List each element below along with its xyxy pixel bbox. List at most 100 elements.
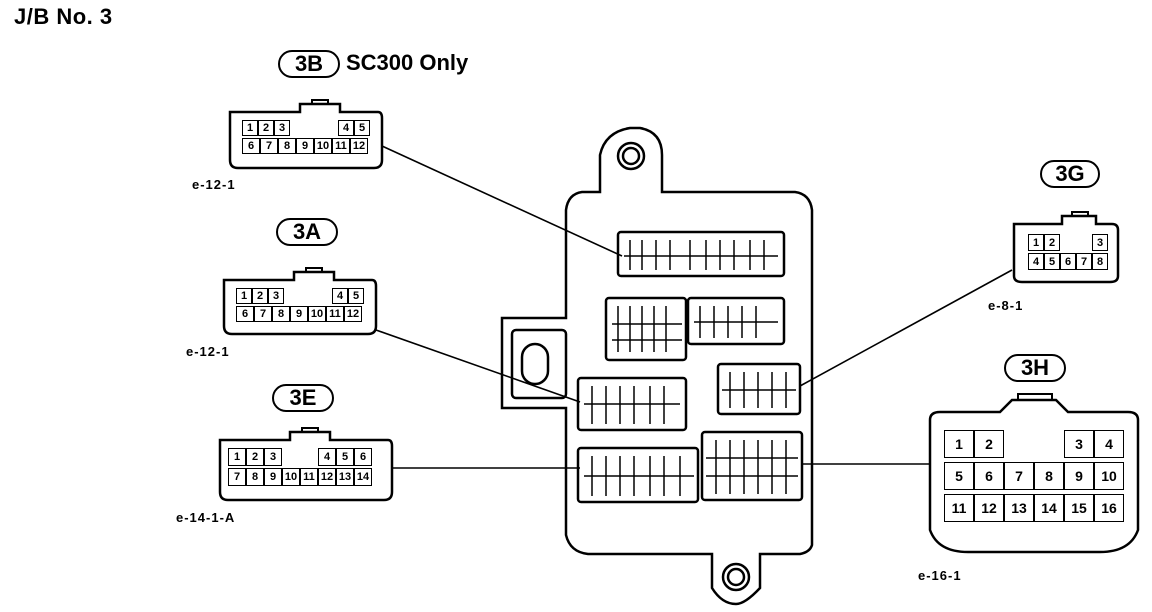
pin-cell: 5 <box>348 288 364 304</box>
pin-cell: 9 <box>264 468 282 486</box>
pin-cell <box>300 288 316 304</box>
pin-cell: 3 <box>264 448 282 466</box>
connector-3e-badge: 3E <box>272 384 334 412</box>
pin-cell: 8 <box>272 306 290 322</box>
pin-cell: 6 <box>242 138 260 154</box>
connector-3b-note: SC300 Only <box>346 50 469 75</box>
pin-cell: 3 <box>268 288 284 304</box>
pin-cell: 15 <box>1064 494 1094 522</box>
connector-3g-code: e-8-1 <box>988 298 1024 313</box>
pin-cell <box>290 120 306 136</box>
pin-cell: 8 <box>1034 462 1064 490</box>
pin-cell: 11 <box>300 468 318 486</box>
pin-cell: 9 <box>290 306 308 322</box>
connector-3a-code: e-12-1 <box>186 344 230 359</box>
pin-cell: 11 <box>332 138 350 154</box>
pin-cell: 1 <box>944 430 974 458</box>
pin-cell: 5 <box>944 462 974 490</box>
pin-cell: 12 <box>318 468 336 486</box>
pin-cell: 10 <box>1094 462 1124 490</box>
pin-cell <box>316 288 332 304</box>
pin-cell: 10 <box>282 468 300 486</box>
pin-cell <box>1004 430 1034 458</box>
pin-cell: 7 <box>254 306 272 322</box>
pin-cell: 16 <box>1094 494 1124 522</box>
pin-cell: 2 <box>974 430 1004 458</box>
connector-3b-code: e-12-1 <box>192 177 236 192</box>
pin-cell: 2 <box>1044 234 1060 251</box>
connector-3h-code: e-16-1 <box>918 568 962 583</box>
pin-cell <box>284 288 300 304</box>
pin-cell <box>282 448 300 466</box>
pin-cell: 12 <box>974 494 1004 522</box>
pin-cell: 12 <box>350 138 368 154</box>
connector-3g-badge: 3G <box>1040 160 1100 188</box>
pin-cell <box>322 120 338 136</box>
pin-cell <box>1060 234 1076 251</box>
pin-cell: 7 <box>228 468 246 486</box>
pin-cell: 13 <box>1004 494 1034 522</box>
pin-cell: 8 <box>246 468 264 486</box>
pin-cell: 2 <box>246 448 264 466</box>
pin-cell <box>300 448 318 466</box>
pin-cell: 11 <box>326 306 344 322</box>
pin-cell: 14 <box>354 468 372 486</box>
pin-cell: 5 <box>336 448 354 466</box>
pin-cell: 3 <box>1092 234 1108 251</box>
pin-cell: 14 <box>1034 494 1064 522</box>
pin-cell: 6 <box>236 306 254 322</box>
pin-cell: 6 <box>974 462 1004 490</box>
pin-cell <box>1076 234 1092 251</box>
pin-cell: 9 <box>296 138 314 154</box>
pin-cell: 7 <box>1076 253 1092 270</box>
pin-cell: 10 <box>314 138 332 154</box>
pin-cell: 12 <box>344 306 362 322</box>
pin-cell: 13 <box>336 468 354 486</box>
pin-cell: 7 <box>260 138 278 154</box>
pin-cell: 4 <box>332 288 348 304</box>
connector-3b-badge: 3B <box>278 50 340 78</box>
pin-cell: 9 <box>1064 462 1094 490</box>
pin-cell <box>1034 430 1064 458</box>
pin-cell: 8 <box>278 138 296 154</box>
pin-cell: 5 <box>1044 253 1060 270</box>
pin-cell: 1 <box>1028 234 1044 251</box>
pin-cell: 4 <box>1028 253 1044 270</box>
pin-cell: 4 <box>1094 430 1124 458</box>
jb-housing <box>500 126 814 606</box>
pin-cell: 1 <box>228 448 246 466</box>
pin-cell: 6 <box>1060 253 1076 270</box>
pin-cell: 4 <box>318 448 336 466</box>
pin-cell: 5 <box>354 120 370 136</box>
pin-cell: 7 <box>1004 462 1034 490</box>
pin-cell: 1 <box>236 288 252 304</box>
pin-cell: 3 <box>274 120 290 136</box>
pin-cell: 11 <box>944 494 974 522</box>
pin-cell: 1 <box>242 120 258 136</box>
pin-cell: 2 <box>258 120 274 136</box>
page-title: J/B No. 3 <box>14 4 113 29</box>
connector-3h-badge: 3H <box>1004 354 1066 382</box>
3B-shell <box>228 102 384 170</box>
pin-cell: 8 <box>1092 253 1108 270</box>
connector-3a-badge: 3A <box>276 218 338 246</box>
pin-cell: 6 <box>354 448 372 466</box>
pin-cell: 3 <box>1064 430 1094 458</box>
connector-3e-code: e-14-1-A <box>176 510 236 525</box>
pin-cell: 10 <box>308 306 326 322</box>
pin-cell: 2 <box>252 288 268 304</box>
pin-cell <box>306 120 322 136</box>
3E-shell <box>218 430 394 502</box>
